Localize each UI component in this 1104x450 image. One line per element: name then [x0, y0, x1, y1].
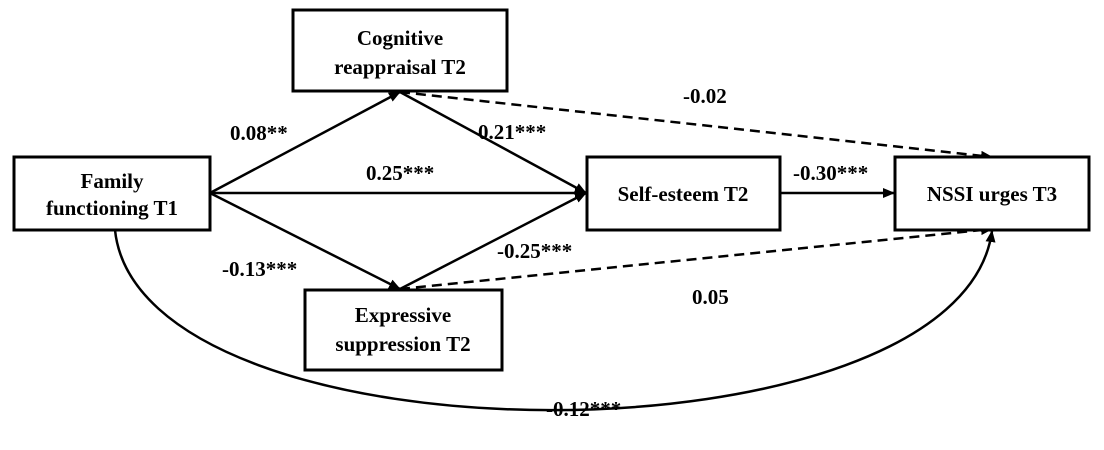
arrow-family-expressive	[209, 191, 401, 291]
arrow-family-cognitive	[209, 90, 401, 195]
arrow-family-nssi	[113, 229, 996, 412]
coef-cognitive-nssi: -0.02	[683, 84, 727, 108]
node-label: suppression T2	[335, 332, 470, 356]
node-family-functioning: Family functioning T1	[12, 155, 212, 232]
node-expressive-suppression: Expressive suppression T2	[303, 288, 504, 372]
node-label: Family	[81, 169, 144, 193]
arrow-cognitive-selfesteem	[399, 90, 587, 195]
node-label: Expressive	[355, 303, 451, 327]
coef-selfesteem-nssi: -0.30***	[793, 161, 868, 185]
node-cognitive-reappraisal: Cognitive reappraisal T2	[291, 8, 509, 93]
coef-family-expressive: -0.13***	[222, 257, 297, 281]
node-label: Cognitive	[357, 26, 443, 50]
coef-expressive-selfesteem: -0.25***	[497, 239, 572, 263]
coef-expressive-nssi: 0.05	[692, 285, 729, 309]
coef-family-selfesteem: 0.25***	[366, 161, 434, 185]
node-label: reappraisal T2	[334, 55, 466, 79]
node-label: NSSI urges T3	[927, 182, 1057, 206]
node-label: functioning T1	[46, 196, 178, 220]
coef-family-nssi: -0.12***	[546, 397, 621, 421]
arrow-expressive-nssi	[399, 225, 993, 291]
node-self-esteem: Self-esteem T2	[585, 155, 782, 232]
arrow-cognitive-nssi	[399, 90, 993, 161]
arrow-expressive-selfesteem	[399, 191, 587, 291]
coef-cognitive-selfesteem: 0.21***	[478, 120, 546, 144]
node-label: Self-esteem T2	[618, 182, 749, 206]
node-nssi-urges: NSSI urges T3	[893, 155, 1091, 232]
coef-family-cognitive: 0.08**	[230, 121, 288, 145]
